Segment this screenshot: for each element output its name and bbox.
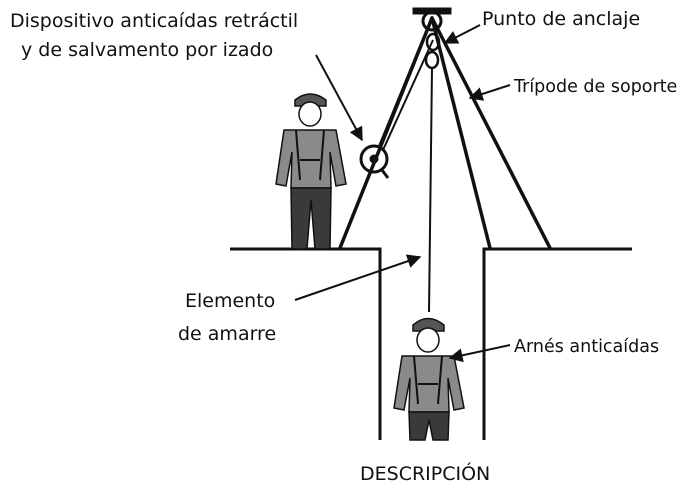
device-cable	[382, 39, 434, 151]
label-device-line2: y de salvamento por izado	[21, 39, 273, 61]
device-drum	[359, 144, 389, 174]
leader-anchor	[443, 24, 481, 44]
label-lanyard-line2: de amarre	[178, 323, 276, 345]
tripod	[338, 16, 552, 250]
label-harness: Arnés anticaídas	[514, 337, 659, 357]
device-handle	[380, 169, 390, 179]
anchor-pulley	[421, 10, 443, 32]
leader-device	[315, 54, 363, 142]
label-lanyard-line1: Elemento	[185, 290, 275, 312]
anchor-pulley-lower	[424, 50, 440, 70]
leader-lanyard	[294, 254, 422, 301]
worker-top-helmet	[294, 93, 327, 107]
tripod-leg-right	[430, 16, 552, 250]
anchor-carabiner	[425, 32, 441, 52]
worker-top	[275, 93, 347, 250]
device-support-bar	[378, 16, 434, 147]
worker-top-legs	[290, 187, 332, 250]
label-device-line1: Dispositivo anticaídas retráctil	[10, 10, 298, 32]
ground-and-shaft	[230, 247, 632, 440]
worker-bottom-legs	[408, 411, 450, 441]
tripod-leg-middle	[430, 16, 492, 250]
worker-bottom-head	[416, 327, 440, 353]
label-caption: DESCRIPCIÓN	[360, 461, 490, 485]
worker-bottom-harness	[413, 355, 443, 405]
retractable-device	[359, 144, 390, 179]
worker-top-head	[298, 101, 322, 127]
device-hub	[369, 154, 379, 164]
worker-bottom-helmet	[412, 317, 445, 332]
leader-tripod	[468, 84, 511, 101]
lifeline	[428, 67, 433, 313]
leader-harness	[448, 344, 511, 363]
worker-bottom	[393, 317, 465, 441]
ground-left	[230, 247, 382, 440]
worker-top-harness	[295, 129, 325, 181]
label-support-tripod: Trípode de soporte	[513, 77, 677, 97]
ground-right	[482, 247, 632, 440]
label-anchor-point: Punto de anclaje	[482, 8, 640, 30]
